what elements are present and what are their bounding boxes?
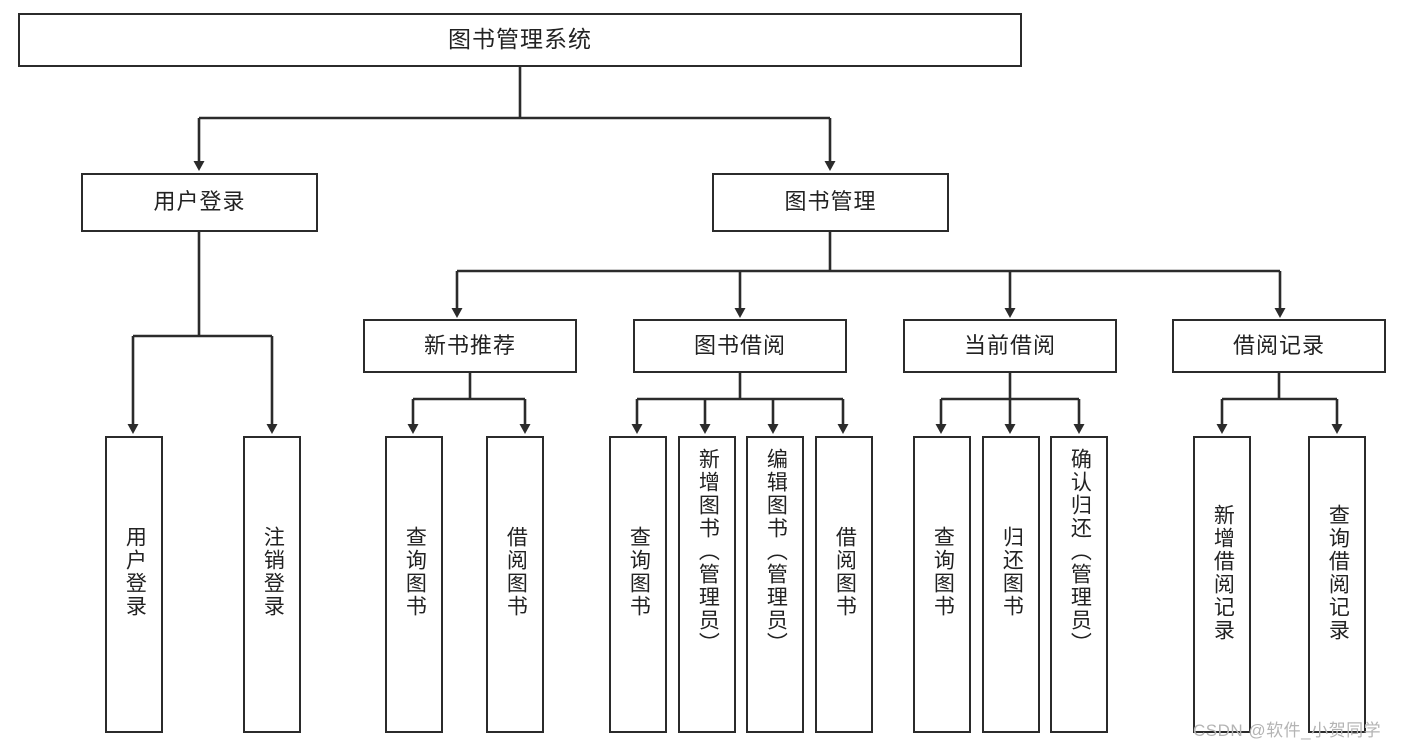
leaf-query-record[interactable]: 查询借阅记录 (1308, 436, 1366, 733)
node-book-manage-label: 图书管理 (784, 189, 877, 215)
leaf-add-record[interactable]: 新增借阅记录 (1193, 436, 1251, 733)
node-book-borrow[interactable]: 图书借阅 (633, 319, 847, 373)
node-new-book-recommend[interactable]: 新书推荐 (363, 319, 577, 373)
leaf-confirm-return-label: 确认归还（管理员） (1068, 448, 1092, 655)
node-user-login-label: 用户登录 (153, 189, 246, 215)
leaf-query-book-1-label: 查询图书 (403, 526, 427, 618)
leaf-query-book-2[interactable]: 查询图书 (609, 436, 667, 733)
leaf-logout-login[interactable]: 注销登录 (243, 436, 301, 733)
leaf-query-book-1[interactable]: 查询图书 (385, 436, 443, 733)
node-user-login[interactable]: 用户登录 (81, 173, 318, 232)
leaf-borrow-book-2-label: 借阅图书 (833, 526, 857, 618)
leaf-add-book[interactable]: 新增图书（管理员） (678, 436, 736, 733)
node-book-manage[interactable]: 图书管理 (712, 173, 949, 232)
leaf-query-book-3-label: 查询图书 (931, 526, 955, 618)
leaf-user-login[interactable]: 用户登录 (105, 436, 163, 733)
leaf-edit-book-label: 编辑图书（管理员） (764, 448, 788, 655)
node-borrow-record-label: 借阅记录 (1232, 332, 1325, 358)
leaf-confirm-return[interactable]: 确认归还（管理员） (1050, 436, 1108, 733)
leaf-add-book-label: 新增图书（管理员） (696, 448, 720, 655)
node-root[interactable]: 图书管理系统 (18, 13, 1022, 67)
leaf-return-book-label: 归还图书 (1000, 526, 1024, 618)
csdn-watermark: CSDN @软件_小贺同学 (1193, 721, 1382, 740)
leaf-query-book-3[interactable]: 查询图书 (913, 436, 971, 733)
node-borrow-record[interactable]: 借阅记录 (1172, 319, 1386, 373)
leaf-add-record-label: 新增借阅记录 (1211, 504, 1235, 642)
node-new-book-recommend-label: 新书推荐 (423, 332, 516, 358)
node-current-borrow[interactable]: 当前借阅 (903, 319, 1117, 373)
leaf-logout-login-label: 注销登录 (261, 526, 285, 618)
leaf-borrow-book-1-label: 借阅图书 (504, 526, 528, 618)
node-current-borrow-label: 当前借阅 (963, 332, 1056, 358)
leaf-return-book[interactable]: 归还图书 (982, 436, 1040, 733)
leaf-query-book-2-label: 查询图书 (627, 526, 651, 618)
node-book-borrow-label: 图书借阅 (693, 332, 786, 358)
leaf-edit-book[interactable]: 编辑图书（管理员） (746, 436, 804, 733)
leaf-query-record-label: 查询借阅记录 (1326, 504, 1350, 642)
leaf-borrow-book-1[interactable]: 借阅图书 (486, 436, 544, 733)
leaf-borrow-book-2[interactable]: 借阅图书 (815, 436, 873, 733)
leaf-user-login-label: 用户登录 (123, 526, 147, 618)
node-root-label: 图书管理系统 (448, 26, 592, 53)
